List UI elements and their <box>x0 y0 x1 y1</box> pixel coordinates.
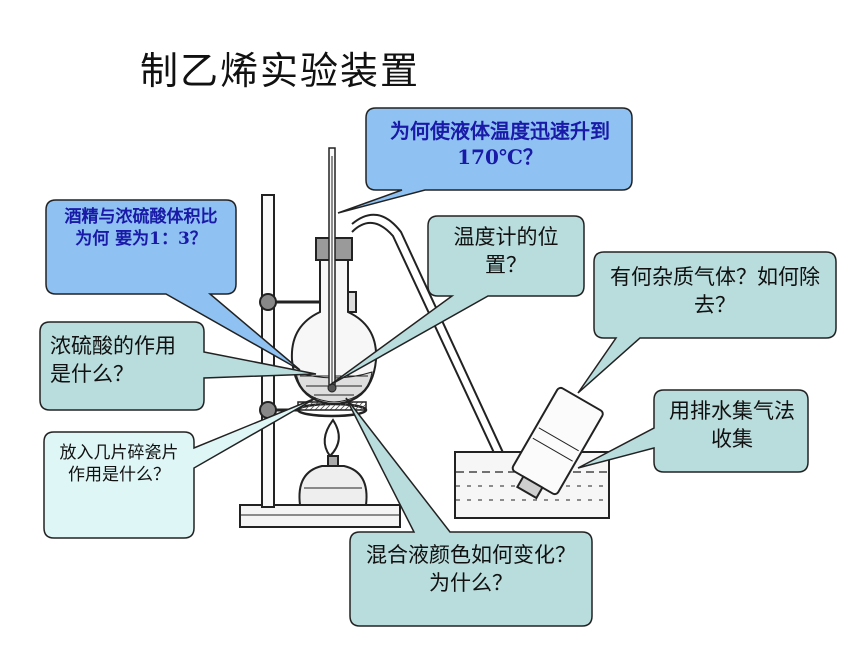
callout-impurity-gas <box>577 251 837 394</box>
callout-color-change <box>345 397 593 627</box>
callout-text-thermometer-position: 温度计的位置？ <box>453 225 559 277</box>
collection-bottle <box>511 386 604 500</box>
delivery-tube <box>351 213 525 501</box>
page-title: 制乙烯实验装置 <box>140 49 421 93</box>
callout-temperature-reason <box>337 107 633 214</box>
callout-sulfuric-acid-role <box>39 321 317 411</box>
callout-text-water-collection: 用排水集气法收集 <box>669 399 795 451</box>
callout-porcelain-chips <box>43 397 317 539</box>
callout-thermometer-position <box>329 215 585 386</box>
retort-stand <box>239 194 401 528</box>
callout-text-color-change: 混合液颜色如何变化？为什么？ <box>366 543 576 595</box>
callout-text-sulfuric-acid-role: 浓硫酸的作用是什么？ <box>50 334 176 386</box>
alcohol-lamp <box>298 418 368 506</box>
callout-alcohol-acid-ratio <box>45 199 301 371</box>
callout-text-temperature-reason: 为何使液体温度迅速升到170℃？ <box>390 119 610 170</box>
callout-text-alcohol-acid-ratio: 酒精与浓硫酸体积比为何 要为1：3？ <box>64 207 218 250</box>
callout-water-collection <box>577 389 809 473</box>
callout-text-impurity-gas: 有何杂质气体？如何除去？ <box>610 265 820 317</box>
callout-text-porcelain-chips: 放入几片碎瓷片作用是什么？ <box>59 443 179 486</box>
thermometer <box>327 147 337 393</box>
